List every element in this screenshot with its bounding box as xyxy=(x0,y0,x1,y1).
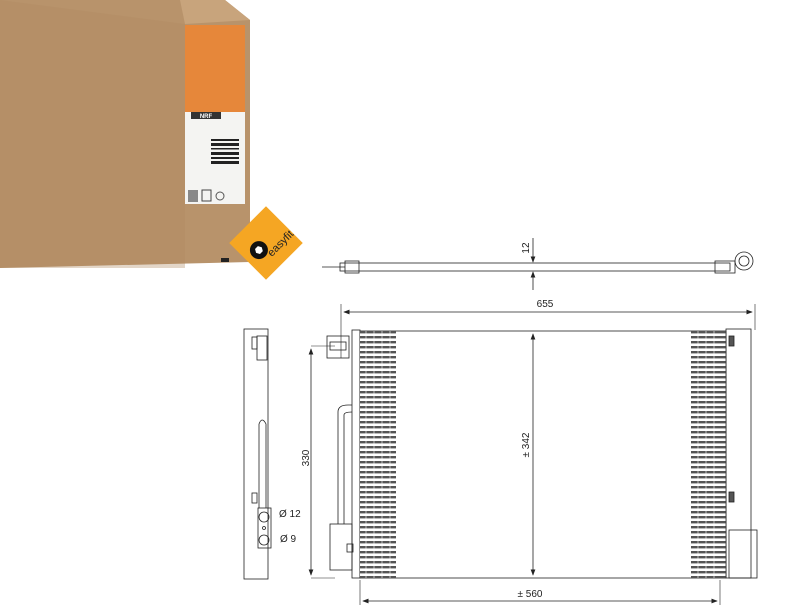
nrf-logo-icon xyxy=(200,104,214,112)
connection-height-label: 330 xyxy=(301,449,312,466)
orange-label xyxy=(185,25,245,112)
port-diameter-9-label: Ø 9 xyxy=(280,534,297,545)
brand-logo-text: NRF xyxy=(200,114,213,120)
cardboard-box: NRF xyxy=(0,0,250,268)
side-view xyxy=(243,328,272,580)
core-height-label: ± 342 xyxy=(521,432,532,457)
core-width-label: ± 560 xyxy=(518,589,543,600)
small-barcode-icon xyxy=(188,190,198,202)
overall-width-label: 655 xyxy=(537,299,554,310)
barcode-icon xyxy=(211,139,239,164)
cert-icon xyxy=(215,191,225,201)
port-diameter-12-label: Ø 12 xyxy=(279,509,301,520)
eac-mark-icon xyxy=(201,189,212,202)
top-view xyxy=(322,238,754,290)
front-view xyxy=(308,304,758,605)
thickness-dimension-label: 12 xyxy=(521,242,532,254)
